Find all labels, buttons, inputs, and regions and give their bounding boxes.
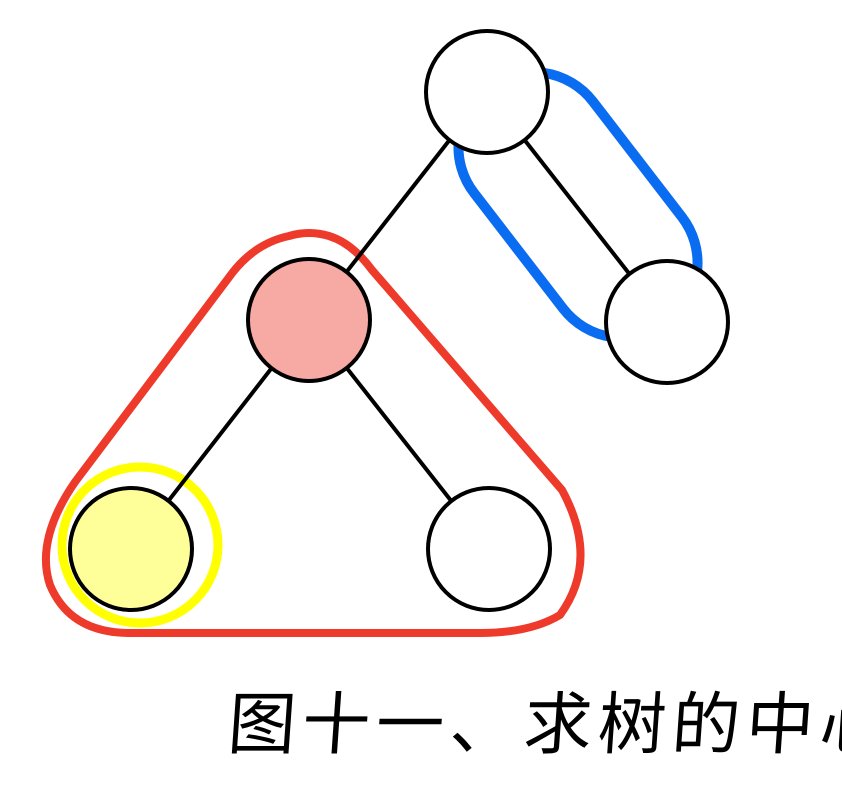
figure-caption: 图十一、求树的中心 [225, 686, 842, 765]
node-right [604, 259, 730, 385]
node-left-leaf [68, 486, 194, 612]
node-bottom-right [426, 486, 552, 612]
tree-edges [129, 90, 669, 551]
node-center [246, 257, 372, 383]
red-subtree-outline [41, 229, 585, 637]
yellow-leaf-outline [57, 462, 223, 628]
node-top [424, 29, 550, 155]
tree-nodes [68, 29, 730, 612]
